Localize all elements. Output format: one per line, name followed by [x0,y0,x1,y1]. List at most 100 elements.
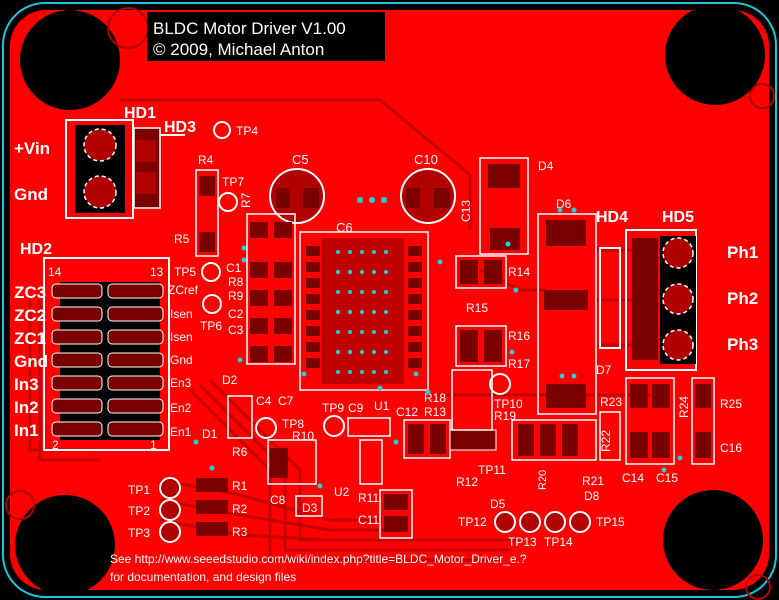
hd2-right-labels: ZCref Isen Isen Gnd En3 En2 En1 [168,283,199,439]
title-block [147,12,385,61]
c8-label: C8 [270,493,286,507]
u1-label: U1 [374,399,390,413]
tp5-label: TP5 [174,265,196,279]
left-passives [195,169,296,439]
tp2-label: TP2 [128,504,150,518]
hd2-right-label-en2: En2 [170,401,192,415]
hd3-label: HD3 [164,119,196,136]
hd2-right-label-zcref: ZCref [168,283,199,297]
hd2-label: HD2 [20,241,52,258]
r22-label: R22 [599,430,613,452]
tp15-label: TP15 [596,515,625,529]
c14-label: C14 [622,471,644,485]
c12-label: C12 [396,405,418,419]
tp9-label: TP9 [322,401,344,415]
tp11-label: TP11 [478,463,506,477]
r19-label: R19 [494,409,516,423]
r11-label: R11 [358,491,379,505]
scattered-vias [193,207,683,489]
mounting-hole-bottom-left [15,495,115,595]
r3-label: R3 [232,525,248,539]
hd2-left-label-in3: In3 [14,375,39,394]
hd2-left-label-zc1: ZC1 [14,329,46,348]
mounting-hole-bottom-right [663,490,763,590]
tp12-label: TP12 [458,515,487,529]
r15-label: R15 [466,301,488,315]
hd2-pin13: 13 [150,265,164,279]
hd1-label: HD1 [124,105,156,122]
gnd-power-label: Gnd [14,185,48,204]
phase-label-ph1: Ph1 [727,243,758,262]
title-line1: BLDC Motor Driver V1.00 [153,19,346,38]
footer-line1: See http://www.seeedstudio.com/wiki/inde… [110,552,527,566]
r5-label: R5 [174,232,190,246]
r16-label: R16 [508,329,530,343]
hd2-left-label-gnd: Gnd [14,352,48,371]
u2-label: U2 [334,485,350,499]
r21-label: R21 [582,474,604,488]
c13-label: C13 [459,200,473,222]
d5-label: D5 [490,497,506,511]
hd2-right-label-en1: En1 [170,425,192,439]
vin-label: +Vin [14,139,50,158]
hd2-right-label-isen2: Isen [170,330,193,344]
r17-label: R17 [508,357,530,371]
c9-label: C9 [348,401,364,415]
d1-label: D1 [202,427,218,441]
r14-label: R14 [508,265,530,279]
tp7-label: TP7 [222,175,244,189]
hd2-left-label-in2: In2 [14,398,39,417]
fiducial-right [749,83,775,109]
hd5-phase-header [599,229,697,371]
phase-label-ph3: Ph3 [727,335,758,354]
r2-label: R2 [232,502,248,516]
c11-label: C11 [358,513,379,527]
r8-label: R8 [228,275,244,289]
right-middle-components [455,157,621,461]
d7-label: D7 [596,363,612,377]
tp13-label: TP13 [508,535,537,549]
c10-label: C10 [414,152,438,167]
lower-middle-components [267,369,497,539]
c10-capacitor [400,168,456,224]
hd4-label: HD4 [596,209,628,226]
hd5-label: HD5 [662,209,694,226]
d8-label: D8 [584,489,600,503]
c4-label: C4 [256,394,272,408]
tp1-label: TP1 [128,483,150,497]
hd2-pin1: 1 [150,438,157,452]
hd2-left-labels: ZC3 ZC2 ZC1 Gnd In3 In2 In1 [14,283,48,440]
d2-label: D2 [222,373,238,387]
footer-line2: for documentation, and design files [110,570,296,584]
tp6-label: TP6 [200,319,222,333]
tp10-label: TP10 [494,397,523,411]
tp12-tp15-group [494,511,591,533]
tp8-label: TP8 [282,417,304,431]
r1-label: R1 [232,479,248,493]
phase-label-ph2: Ph2 [727,289,758,308]
r25-label: R25 [720,397,742,411]
d6-label: D6 [556,197,572,211]
r9-label: R9 [228,289,244,303]
c15-label: C15 [656,471,678,485]
hd2-pin14: 14 [48,265,62,279]
right-lower-components [625,377,715,465]
r23-label: R23 [600,395,622,409]
r20-label: R20 [537,470,549,490]
r7-label: R7 [239,192,253,208]
c1-label: C1 [226,261,242,275]
mounting-hole-top-right [665,5,765,105]
r6-label: R6 [232,445,248,459]
c16-label: C16 [720,441,742,455]
hd2-pin-rows [51,283,164,437]
u1-pads [306,246,422,368]
tp14-label: TP14 [544,535,573,549]
fiducial-bottom-right [745,574,771,600]
c6-label: C6 [336,220,353,235]
left-test-points [201,121,511,439]
r18-label: R18 [424,391,446,405]
fiducial-bottom-left [5,490,35,520]
r13-label: R13 [424,405,446,419]
c3-label: C3 [228,323,244,337]
r24-label: R24 [677,396,691,418]
